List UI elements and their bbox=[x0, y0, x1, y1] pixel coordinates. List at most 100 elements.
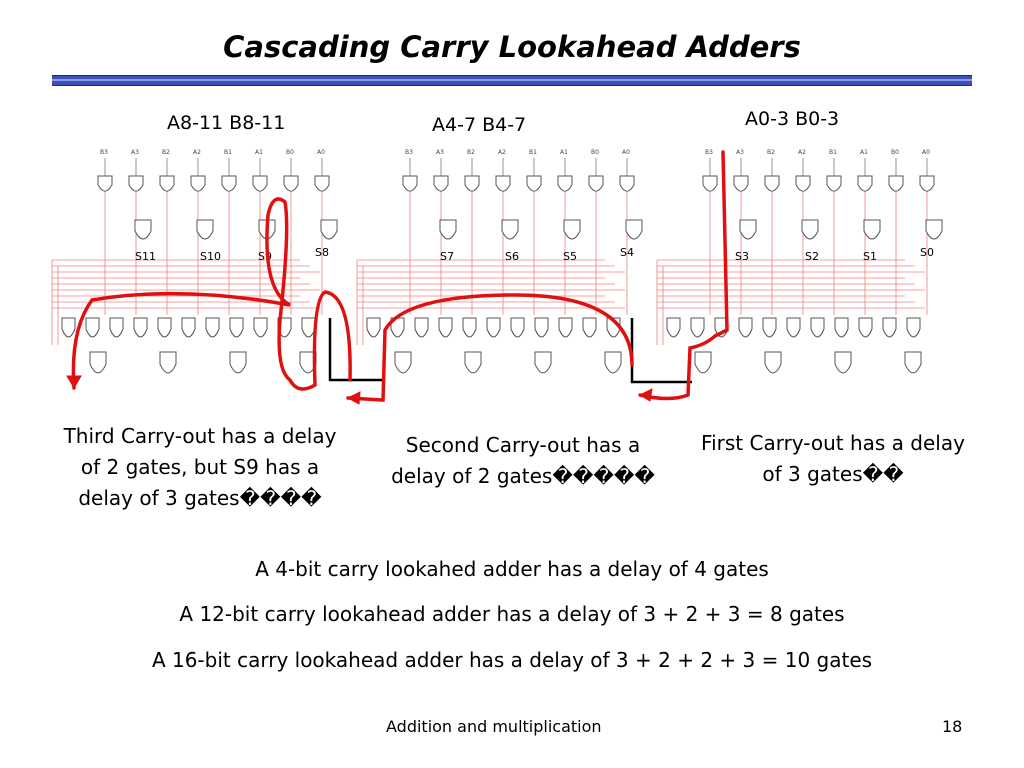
block-0-input-pin-label: A0 bbox=[317, 149, 325, 156]
block-0-input-gate bbox=[314, 175, 330, 192]
block-1-lookahead-gate bbox=[582, 317, 597, 338]
block-1-input-gate bbox=[526, 175, 542, 192]
block-1-input-pin-label: A2 bbox=[498, 149, 506, 156]
block-0-lookahead-gate bbox=[85, 317, 100, 338]
block-1-input-pin-label: B0 bbox=[591, 149, 599, 156]
slide-title: Cascading Carry Lookahead Adders bbox=[223, 30, 801, 64]
block-1-input-gate bbox=[433, 175, 449, 192]
block-1-sum-gate bbox=[439, 219, 457, 240]
footer-title: Addition and multiplication bbox=[386, 717, 602, 736]
block-2-input-pin-label: B2 bbox=[767, 149, 775, 156]
block-1-lookahead-gate bbox=[390, 317, 405, 338]
block-1-carry-gate bbox=[604, 351, 622, 374]
block-0-lookahead-gate bbox=[133, 317, 148, 338]
block-1-input-gate bbox=[495, 175, 511, 192]
block-0-input-pin-label: B0 bbox=[286, 149, 294, 156]
carry-link-wire bbox=[630, 318, 692, 384]
block-0-lookahead-gate bbox=[229, 317, 244, 338]
block-2-input-gate bbox=[702, 175, 718, 192]
block-1-lookahead-gate bbox=[510, 317, 525, 338]
block-1-sum-label: S6 bbox=[505, 250, 519, 263]
block-1-lookahead-gate bbox=[558, 317, 573, 338]
arrowhead-icon bbox=[346, 391, 361, 405]
block-label-0-3: A0-3 B0-3 bbox=[745, 108, 840, 130]
block-1-lookahead-gate bbox=[534, 317, 549, 338]
block-2-input-pin-label: A1 bbox=[860, 149, 868, 156]
block-1-input-gate bbox=[557, 175, 573, 192]
block-0-sum-gate bbox=[320, 219, 338, 240]
block-2-sum-label: S2 bbox=[805, 250, 819, 263]
block-1-sum-gate bbox=[563, 219, 581, 240]
block-2-input-gate bbox=[888, 175, 904, 192]
block-label-8-11: A8-11 B8-11 bbox=[167, 112, 286, 134]
block-1-input-gate bbox=[402, 175, 418, 192]
block-0-input-gate bbox=[159, 175, 175, 192]
block-0-input-gate bbox=[283, 175, 299, 192]
block-0-carry-gate bbox=[159, 351, 177, 374]
block-0-input-pin-label: A2 bbox=[193, 149, 201, 156]
block-1-input-pin-label: B2 bbox=[467, 149, 475, 156]
block-2-sum-gate bbox=[739, 219, 757, 240]
block-2-lookahead-gate bbox=[738, 317, 753, 338]
block-1-input-pin-label: A3 bbox=[436, 149, 444, 156]
block-0-input-pin-label: A1 bbox=[255, 149, 263, 156]
block-2-carry-gate bbox=[764, 351, 782, 374]
block-2-input-pin-label: A2 bbox=[798, 149, 806, 156]
block-1-input-pin-label: A1 bbox=[560, 149, 568, 156]
block-0-sum-gate bbox=[196, 219, 214, 240]
block-1-carry-gate bbox=[534, 351, 552, 374]
note-second-carry-out: Second Carry-out has a delay of 2 gates�… bbox=[391, 433, 655, 488]
note-first-carry-out: First Carry-out has a delay of 3 gates�� bbox=[701, 431, 965, 486]
statement-16-bit-delay: A 16-bit carry lookahead adder has a del… bbox=[151, 648, 873, 672]
block-2-input-pin-label: B1 bbox=[829, 149, 837, 156]
page-number: 18 bbox=[942, 717, 963, 736]
block-2-sum-gate bbox=[863, 219, 881, 240]
block-2-input-pin-label: A3 bbox=[736, 149, 744, 156]
block-2-lookahead-gate bbox=[762, 317, 777, 338]
block-2-sum-gate bbox=[925, 219, 943, 240]
block-0-input-pin-label: B2 bbox=[162, 149, 170, 156]
block-2-input-gate bbox=[857, 175, 873, 192]
block-1-lookahead-gate bbox=[366, 317, 381, 338]
block-2-carry-gate bbox=[904, 351, 922, 374]
arrowhead-icon bbox=[638, 388, 653, 402]
block-2-lookahead-gate bbox=[666, 317, 681, 338]
critical-path-annotation bbox=[638, 150, 729, 401]
block-0-lookahead-gate bbox=[181, 317, 196, 338]
block-2-input-gate bbox=[826, 175, 842, 192]
block-0-carry-gate bbox=[229, 351, 247, 374]
block-2-input-gate bbox=[919, 175, 935, 192]
block-1-input-pin-label: A0 bbox=[622, 149, 630, 156]
block-0-lookahead-gate bbox=[301, 317, 316, 338]
block-2-sum-gate bbox=[801, 219, 819, 240]
block-0-carry-gate bbox=[89, 351, 107, 374]
block-0-input-pin-label: B1 bbox=[224, 149, 232, 156]
block-0-sum-label: S9 bbox=[258, 250, 272, 263]
block-1-input-gate bbox=[619, 175, 635, 192]
block-2-lookahead-gate bbox=[690, 317, 705, 338]
block-0-sum-label: S11 bbox=[135, 250, 156, 263]
block-2-sum-label: S1 bbox=[863, 250, 877, 263]
block-0-lookahead-gate bbox=[253, 317, 268, 338]
block-2-lookahead-gate bbox=[882, 317, 897, 338]
block-0-input-pin-label: A3 bbox=[131, 149, 139, 156]
block-0-sum-gate bbox=[134, 219, 152, 240]
block-1-sum-label: S4 bbox=[620, 246, 634, 259]
block-2-input-pin-label: B0 bbox=[891, 149, 899, 156]
block-0-lookahead-gate bbox=[109, 317, 124, 338]
carry-link-wire bbox=[328, 318, 383, 382]
block-0-lookahead-gate bbox=[157, 317, 172, 338]
block-2-input-pin-label: B3 bbox=[705, 149, 713, 156]
arrowhead-icon bbox=[66, 375, 82, 389]
block-2-lookahead-gate bbox=[906, 317, 921, 338]
block-2-input-gate bbox=[795, 175, 811, 192]
block-1-lookahead-gate bbox=[486, 317, 501, 338]
block-1-sum-gate bbox=[625, 219, 643, 240]
block-2-input-gate bbox=[764, 175, 780, 192]
critical-path-annotation bbox=[346, 293, 634, 402]
block-1-sum-label: S7 bbox=[440, 250, 454, 263]
block-0-input-gate bbox=[97, 175, 113, 192]
block-0-sum-label: S8 bbox=[315, 246, 329, 259]
block-2-lookahead-gate bbox=[834, 317, 849, 338]
